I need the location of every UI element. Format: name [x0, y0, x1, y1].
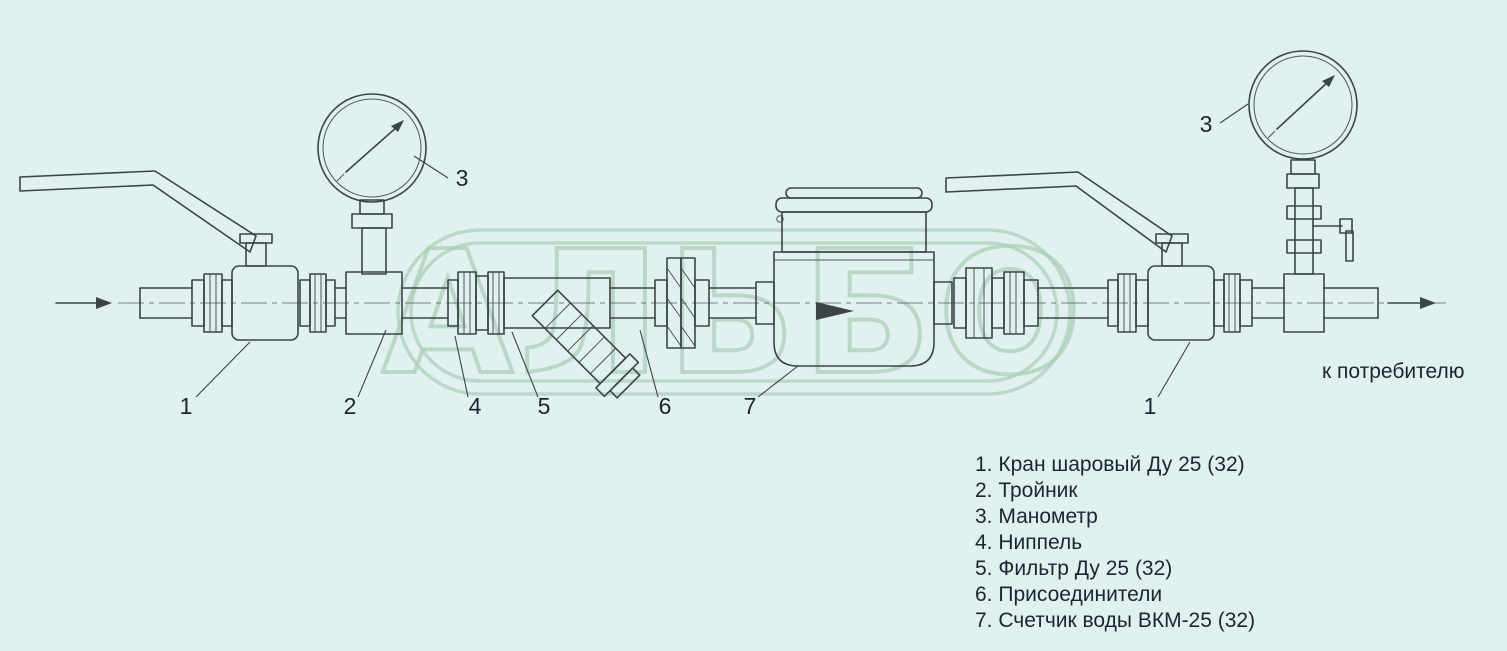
valve-lever-handle: [945, 171, 1173, 253]
legend-item-7: 7. Счетчик воды ВКМ-25 (32): [975, 609, 1255, 632]
gauge-needle-arrow-icon: [1322, 75, 1335, 87]
gauge-needle: [345, 125, 399, 173]
ball-valve-left: [19, 170, 336, 341]
meter-seal-screw: [776, 215, 784, 223]
watermark-ring-outer: [396, 228, 1072, 396]
valve-lever-handle: [19, 170, 257, 253]
flow-in-arrow-icon: [55, 297, 112, 309]
callout-valve-right: 1: [1144, 393, 1157, 419]
flow-out-arrow-icon: [1387, 297, 1436, 309]
manometer-left: [317, 93, 427, 203]
legend-item-4: 4. Ниппель: [975, 531, 1082, 554]
connectors-coupling: [654, 257, 710, 349]
manometer-right: [1248, 50, 1358, 189]
gauge-needle: [1276, 80, 1330, 130]
nipple: [447, 271, 505, 335]
pipeline: [118, 287, 1446, 319]
legend: 1. Кран шаровый Ду 25 (32) 2. Тройник 3.…: [975, 453, 1255, 632]
union-right-of-meter: [953, 267, 1039, 339]
filter-strainer: [503, 277, 641, 399]
watermark-text: АЛЬБО: [382, 215, 1088, 413]
legend-item-2: 2. Тройник: [975, 479, 1078, 502]
legend-item-5: 5. Фильтр Ду 25 (32): [975, 557, 1172, 580]
callout-connectors: 6: [659, 393, 672, 419]
legend-item-6: 6. Присоединители: [975, 583, 1162, 606]
ball-valve-right: [945, 171, 1253, 341]
legend-item-1: 1. Кран шаровый Ду 25 (32): [975, 453, 1245, 476]
callout-gauge-left: 3: [456, 165, 469, 191]
callout-nipple: 4: [469, 393, 482, 419]
callout-valve-left: 1: [180, 393, 193, 419]
tee-left: [345, 199, 403, 335]
legend-item-3: 3. Манометр: [975, 505, 1098, 528]
outlet-label: к потребителю: [1322, 360, 1464, 383]
tee-right: [1283, 187, 1354, 333]
watermark-logo: АЛЬБО: [380, 213, 1088, 415]
gauge-needle-arrow-icon: [391, 120, 404, 132]
callout-tee: 2: [344, 393, 357, 419]
callouts: 1 2 3 4 5 6 7 1 3: [180, 103, 1249, 419]
meter-flow-arrow-icon: [816, 302, 854, 320]
water-meter: [755, 187, 953, 367]
watermark-ring-inner: [409, 241, 1059, 383]
callout-filter: 5: [538, 393, 551, 419]
callout-meter: 7: [744, 393, 757, 419]
callout-gauge-right: 3: [1200, 111, 1213, 137]
